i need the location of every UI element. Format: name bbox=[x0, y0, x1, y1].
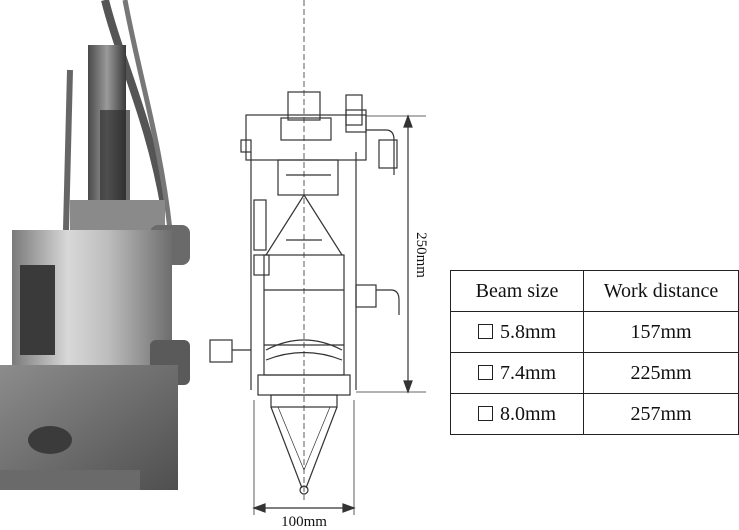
width-dimension-label: 100mm bbox=[281, 514, 327, 530]
header-beam-size: Beam size bbox=[450, 270, 584, 312]
work-distance-cell: 157mm bbox=[583, 311, 739, 353]
height-dimension-label: 250mm bbox=[413, 232, 429, 278]
checkbox-icon bbox=[477, 323, 493, 339]
laser-head-photo bbox=[0, 0, 200, 530]
beam-size-value: 8.0mm bbox=[499, 402, 557, 425]
checkbox-icon bbox=[477, 364, 493, 380]
checkbox-icon bbox=[477, 405, 493, 421]
beam-spec-table: Beam size Work distance 5.8mm 157mm 7.4m… bbox=[450, 270, 739, 435]
work-distance-cell: 257mm bbox=[583, 393, 739, 435]
work-distance-cell: 225mm bbox=[583, 352, 739, 394]
table-row: 7.4mm 225mm bbox=[450, 352, 739, 394]
technical-drawing: 250mm 100mm bbox=[209, 0, 429, 530]
beam-size-value: 5.8mm bbox=[499, 320, 557, 343]
table-header-row: Beam size Work distance bbox=[450, 270, 739, 312]
header-work-distance: Work distance bbox=[583, 270, 739, 312]
table-row: 8.0mm 257mm bbox=[450, 393, 739, 435]
beam-size-cell: 7.4mm bbox=[450, 352, 584, 394]
beam-size-cell: 8.0mm bbox=[450, 393, 584, 435]
beam-size-value: 7.4mm bbox=[499, 361, 557, 384]
table-row: 5.8mm 157mm bbox=[450, 311, 739, 353]
beam-size-cell: 5.8mm bbox=[450, 311, 584, 353]
